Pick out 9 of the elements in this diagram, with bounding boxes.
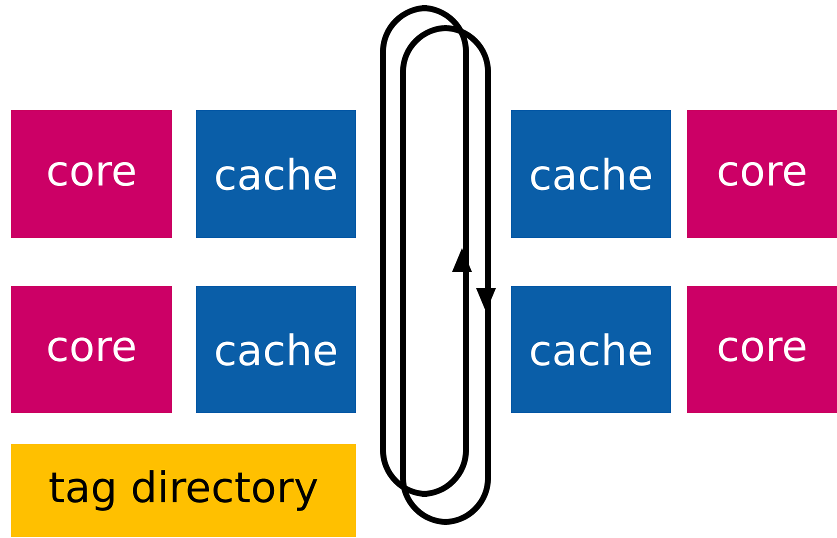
cache-box: cache	[511, 286, 671, 413]
core-box: core	[687, 286, 837, 413]
cache-box: cache	[196, 110, 356, 238]
core-box: core	[687, 110, 837, 238]
cache-box: cache	[511, 110, 671, 238]
core-box: core	[11, 110, 172, 238]
cache-box: cache	[196, 286, 356, 413]
core-box: core	[11, 286, 172, 413]
tag-directory-box: tag directory	[11, 444, 356, 537]
